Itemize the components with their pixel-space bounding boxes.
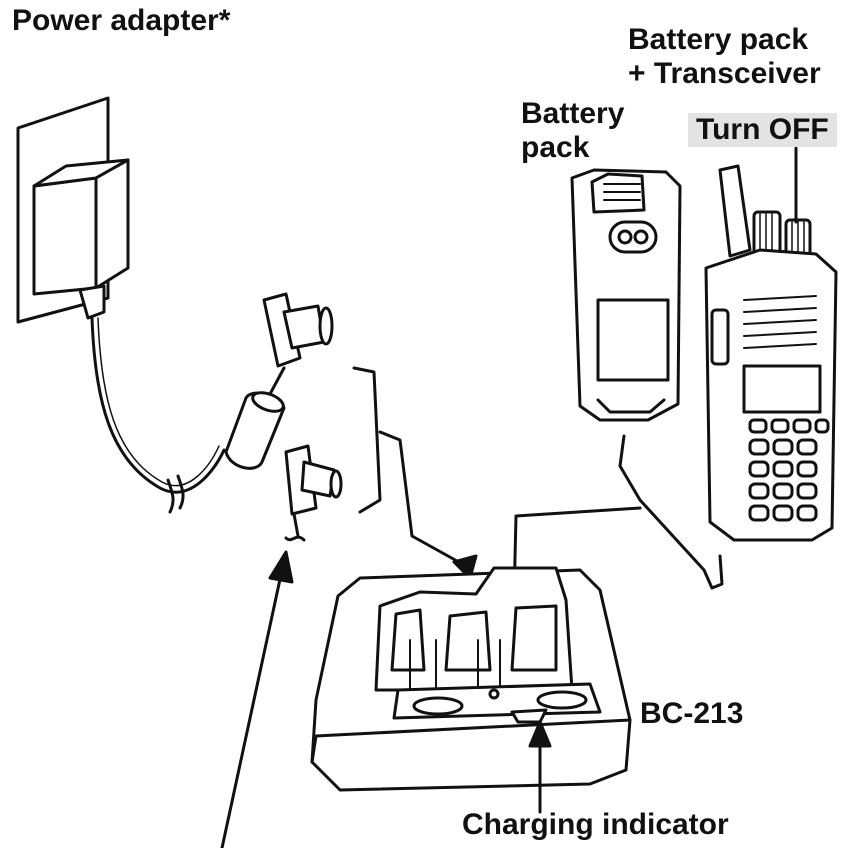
adapter-cord-exit [78,284,106,320]
adapter-side [94,158,130,290]
arrow-plug-to-cradle [378,430,468,568]
charging-indicator-arrow-head [528,720,552,748]
battery-pack-transceiver-label: Battery pack + Transceiver [628,23,821,91]
turn-off-label: Turn OFF [688,113,837,147]
keypad [748,418,830,522]
knob-ridges [759,213,805,257]
speaker-grille [743,295,817,349]
plug-lower-tip [329,469,343,499]
battery-label-area [596,298,670,382]
cradle-screw [488,688,500,700]
battery-contact-oval [608,220,658,254]
adapter-cable [90,316,226,494]
battery-contact-1 [617,229,633,245]
cradle-inner-left-slot [390,608,426,672]
cradle-contact-left [412,696,464,716]
charger-model-label: BC-213 [640,697,744,730]
battery-pack-transceiver-line1: Battery pack [628,23,809,56]
cradle-inner-posts [409,639,501,691]
adapter-cable-inner [97,317,220,487]
plug-upper-tip [318,306,334,346]
cable-to-plug [268,366,286,396]
adapter-front [32,176,98,296]
display [742,364,822,414]
device-bracket [618,434,724,590]
power-adapter-label: Power adapter* [12,4,231,37]
cradle-inner-center-slot [444,610,492,672]
battery-pack-ridges [603,183,641,201]
antenna [718,164,752,258]
battery-bottom-lip [596,398,666,414]
arrow-dc-plug-pointer-head [268,550,294,584]
cable-break-mark [166,474,185,514]
battery-pack-transceiver-line2: + Transceiver [628,57,821,90]
plug-lower-barrel [300,460,336,498]
cradle-inner-right-slot [510,604,558,672]
arrow-dc-plug-pointer [220,568,284,848]
battery-contact-2 [633,229,649,245]
charging-indicator-led [510,708,548,724]
ptt-button [710,308,730,366]
plug-upper-barrel [282,304,326,350]
plug-lower-cable [284,512,306,542]
battery-pack-line1: Battery [521,97,625,130]
cradle-front-edge [310,718,632,764]
charging-indicator-label: Charging indicator [462,808,729,841]
cradle-contact-right [536,690,588,710]
battery-pack-label: Battery pack [521,97,624,165]
plug-bracket [352,366,382,514]
battery-pack-line2: pack [521,131,590,164]
